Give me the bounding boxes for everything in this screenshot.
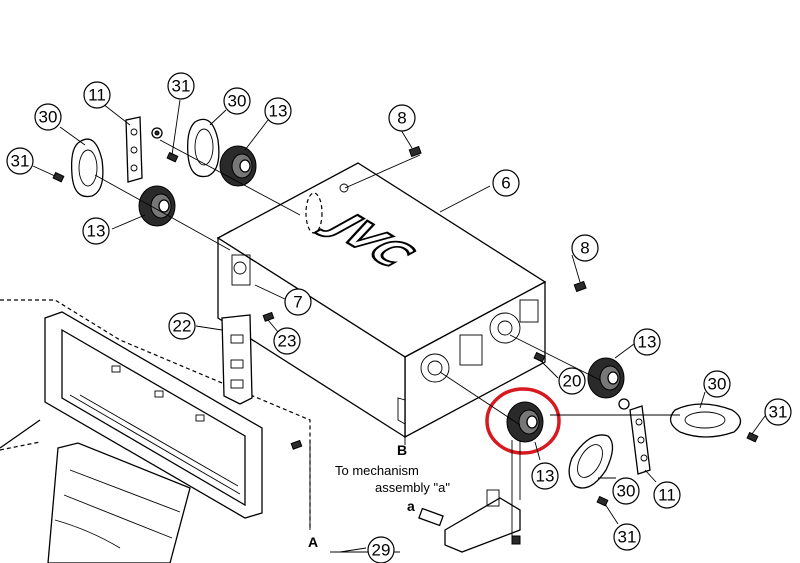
callout-6: 6 bbox=[492, 169, 520, 197]
svg-text:30: 30 bbox=[708, 375, 727, 394]
svg-text:6: 6 bbox=[501, 174, 510, 193]
grommet-13-right bbox=[587, 357, 625, 399]
screw-8-right bbox=[573, 280, 587, 293]
screw-31-right bbox=[746, 431, 759, 443]
screw-31-upper bbox=[166, 151, 179, 163]
svg-text:31: 31 bbox=[618, 528, 637, 547]
svg-text:30: 30 bbox=[617, 482, 636, 501]
callout-13-right: 13 bbox=[633, 328, 661, 356]
svg-text:13: 13 bbox=[536, 467, 555, 486]
svg-text:30: 30 bbox=[39, 108, 58, 127]
callout-31-left: 31 bbox=[6, 147, 34, 175]
callout-31-lower: 31 bbox=[613, 523, 641, 551]
callout-30-right: 30 bbox=[703, 370, 731, 398]
bracket-22 bbox=[221, 314, 253, 405]
grommet-13-highlighted bbox=[506, 401, 544, 443]
screw-front bbox=[290, 439, 303, 450]
svg-text:7: 7 bbox=[293, 293, 302, 312]
chassis-box bbox=[216, 162, 547, 439]
front-panel-frame bbox=[44, 311, 263, 519]
svg-text:11: 11 bbox=[658, 486, 676, 505]
callout-30-left: 30 bbox=[34, 103, 62, 131]
callout-13-upper: 13 bbox=[264, 97, 292, 125]
grommet-13-left bbox=[138, 185, 176, 227]
screw-23 bbox=[262, 311, 275, 322]
svg-text:31: 31 bbox=[769, 403, 788, 422]
svg-text:31: 31 bbox=[11, 152, 30, 171]
grommet-13-upper bbox=[219, 145, 257, 187]
callout-11-right: 11 bbox=[653, 481, 681, 509]
callout-29: 29 bbox=[367, 536, 395, 563]
screw-31-left bbox=[52, 171, 65, 183]
bracket-11-right bbox=[618, 398, 651, 475]
callout-31-right: 31 bbox=[764, 398, 792, 426]
callout-11-left: 11 bbox=[83, 81, 111, 109]
point-a-upper-label: A bbox=[308, 534, 318, 550]
callout-20: 20 bbox=[558, 367, 586, 395]
gasket-30-left bbox=[70, 138, 104, 198]
svg-text:23: 23 bbox=[278, 332, 297, 351]
svg-text:11: 11 bbox=[88, 86, 106, 105]
callout-22: 22 bbox=[168, 312, 196, 340]
svg-text:8: 8 bbox=[397, 109, 406, 128]
callout-8-right: 8 bbox=[571, 234, 599, 262]
mechanism-note-line2: assembly "a" bbox=[375, 480, 450, 495]
gasket-30-lower bbox=[568, 434, 614, 489]
point-b-label: B bbox=[397, 442, 407, 458]
mechanism-connector bbox=[418, 489, 521, 553]
svg-text:13: 13 bbox=[87, 222, 106, 241]
screw-20 bbox=[533, 351, 546, 363]
svg-text:22: 22 bbox=[173, 317, 192, 336]
callout-13-highlighted: 13 bbox=[531, 462, 559, 490]
svg-text:13: 13 bbox=[638, 333, 657, 352]
mechanism-note-line1: To mechanism bbox=[335, 463, 419, 478]
svg-text:30: 30 bbox=[228, 92, 247, 111]
svg-text:8: 8 bbox=[580, 239, 589, 258]
callout-30-mid: 30 bbox=[223, 87, 251, 115]
screw-8-top bbox=[408, 145, 422, 158]
callout-8-top: 8 bbox=[388, 104, 416, 132]
leader-lines bbox=[32, 99, 766, 553]
point-a-lower-label: a bbox=[407, 498, 415, 514]
svg-text:29: 29 bbox=[372, 541, 391, 560]
highlight-circle bbox=[485, 387, 561, 455]
gasket-30-mid bbox=[187, 118, 220, 178]
bracket-11-left bbox=[125, 116, 143, 183]
screw-31-lower bbox=[596, 495, 609, 507]
face-plate bbox=[47, 442, 191, 563]
callout-7: 7 bbox=[284, 288, 312, 316]
callout-30-lower: 30 bbox=[612, 477, 640, 505]
svg-text:31: 31 bbox=[172, 77, 191, 96]
svg-text:13: 13 bbox=[269, 102, 288, 121]
gasket-30-right bbox=[669, 403, 742, 438]
callout-23: 23 bbox=[273, 327, 301, 355]
callout-13-left: 13 bbox=[82, 217, 110, 245]
svg-text:20: 20 bbox=[563, 372, 582, 391]
callout-31-upper: 31 bbox=[167, 72, 195, 100]
screw-bottom bbox=[511, 535, 521, 545]
